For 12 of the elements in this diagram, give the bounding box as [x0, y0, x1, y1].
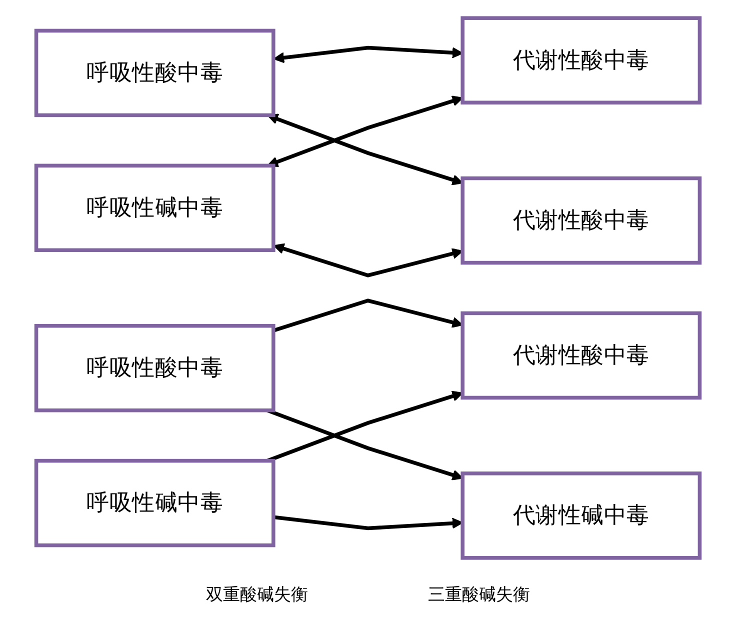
node-box: 代谢性碱中毒: [460, 471, 702, 560]
node-box: 代谢性酸中毒: [460, 310, 702, 400]
node-box: 呼吸性碱中毒: [34, 458, 276, 547]
node-box: 呼吸性酸中毒: [34, 28, 276, 117]
arrow: [267, 95, 464, 167]
diagram-caption: 双重酸碱失衡: [206, 584, 308, 606]
node-box: 代谢性酸中毒: [460, 16, 702, 104]
node-box: 代谢性酸中毒: [460, 176, 702, 264]
diagram-caption: 三重酸碱失衡: [428, 584, 530, 606]
arrow: [266, 390, 464, 462]
node-box: 呼吸性酸中毒: [34, 323, 276, 412]
node-box: 呼吸性碱中毒: [34, 163, 276, 252]
